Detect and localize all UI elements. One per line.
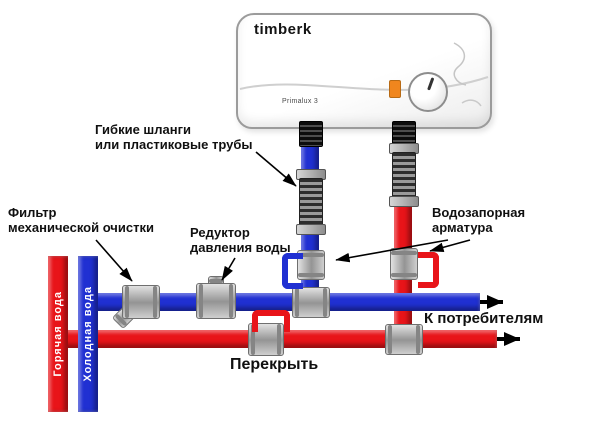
label-shutoff-line1: Водозапорная [432,205,526,220]
cold-threaded-fitting [299,121,323,147]
cold-main-pipe [80,293,480,311]
leader-flexible-hoses [255,151,297,187]
pressure-reducer [196,283,236,319]
water-heater-unit: timberk Primalux 3 [236,13,492,129]
label-filter-line1: Фильтр [8,205,57,220]
label-flexible-hoses-line2: или пластиковые трубы [95,137,253,152]
shutoff-gate-valve-handle [252,310,290,332]
label-reducer-line2: давления воды [190,240,291,255]
mechanical-filter [122,285,160,319]
shutoff-valve-cold-body [297,250,325,280]
knob-indicator-mark [427,77,435,91]
label-filter: Фильтр механической очистки [8,205,154,235]
shutoff-valve-hot-body [390,248,418,280]
flexible-hose-cold [299,178,323,226]
label-to-consumers: К потребителям [424,310,544,327]
leader-shutoff-hot [429,239,471,253]
label-filter-line2: механической очистки [8,220,154,235]
label-reducer-line1: Редуктор [190,225,250,240]
shutoff-valve-hot-handle [418,252,439,288]
label-shut-off: Перекрыть [230,356,319,373]
label-flexible-hoses-line1: Гибкие шланги [95,122,191,137]
model-label: Primalux 3 [282,98,319,105]
brand-logo: timberk [254,21,312,38]
heater-sketch-squiggle [453,42,467,86]
power-indicator [389,80,401,98]
cold-supply-riser: Холодная вода [78,256,98,412]
hot-water-label: Горячая вода [52,291,64,377]
shutoff-valve-cold-handle [282,253,303,289]
heater-sketch-arc [461,99,482,107]
flexible-hose-hot [392,152,416,198]
label-flexible-hoses: Гибкие шланги или пластиковые трубы [95,122,253,152]
leader-pressure-reducer [221,257,236,281]
cold-tee-fitting [292,287,330,318]
hot-hose-nut-bottom [389,196,419,207]
control-knob [408,72,448,112]
label-shutoff-valve: Водозапорная арматура [432,205,525,235]
heater-decor-lines [239,42,489,107]
leader-filter [95,239,133,282]
hot-supply-riser: Горячая вода [48,256,68,412]
hot-tee-fitting [385,324,423,355]
cold-hose-nut-bottom [296,224,326,235]
cold-water-label: Холодная вода [82,286,94,382]
label-pressure-reducer: Редуктор давления воды [190,225,291,255]
label-shutoff-line2: арматура [432,220,493,235]
heater-body-curve [239,76,489,91]
